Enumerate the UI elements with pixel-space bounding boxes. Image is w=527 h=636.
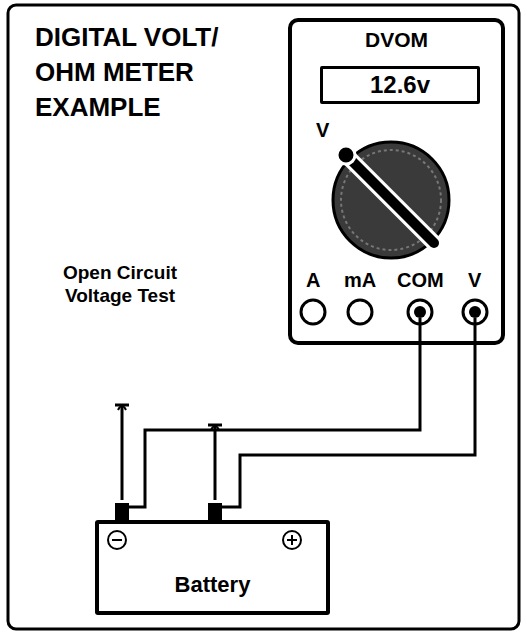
probe-shaft bbox=[121, 405, 124, 500]
jack-label: A bbox=[306, 268, 320, 292]
negative-symbol bbox=[108, 531, 126, 549]
probe-cap bbox=[118, 406, 126, 410]
jack-label: mA bbox=[344, 268, 376, 292]
outer-frame bbox=[8, 5, 519, 629]
meter-name: DVOM bbox=[292, 28, 501, 52]
test-caption: Open Circuit Voltage Test bbox=[45, 262, 195, 308]
negative-symbol bbox=[112, 539, 122, 541]
input-jack bbox=[348, 300, 372, 324]
meter-display: 12.6v bbox=[320, 66, 480, 104]
lead-wire bbox=[474, 318, 477, 345]
diagram-title: DIGITAL VOLT/ OHM METER EXAMPLE bbox=[35, 20, 265, 125]
jack-plug bbox=[414, 306, 426, 318]
jack-label: COM bbox=[397, 268, 444, 292]
dial-pointer bbox=[346, 155, 434, 243]
dial-pointer-tip bbox=[337, 146, 355, 164]
battery-label: Battery bbox=[99, 572, 326, 598]
positive-symbol bbox=[291, 535, 293, 545]
jack-label: V bbox=[468, 268, 481, 292]
dial-hatching bbox=[341, 150, 441, 250]
battery-art bbox=[95, 520, 330, 615]
input-jack bbox=[301, 300, 325, 324]
dial-pointer-outline bbox=[346, 155, 434, 243]
test-lead bbox=[215, 345, 475, 520]
probe-shaft bbox=[214, 425, 217, 500]
test-lead bbox=[122, 345, 420, 520]
range-label: V bbox=[316, 118, 329, 142]
jack-plug bbox=[469, 306, 481, 318]
lead-wire bbox=[419, 318, 422, 345]
positive-symbol bbox=[283, 531, 301, 549]
selector-dial bbox=[333, 142, 449, 258]
meter-body: DVOM 12.6v bbox=[288, 18, 505, 345]
battery-box: Battery bbox=[95, 520, 330, 615]
display-reading: 12.6v bbox=[370, 71, 430, 99]
